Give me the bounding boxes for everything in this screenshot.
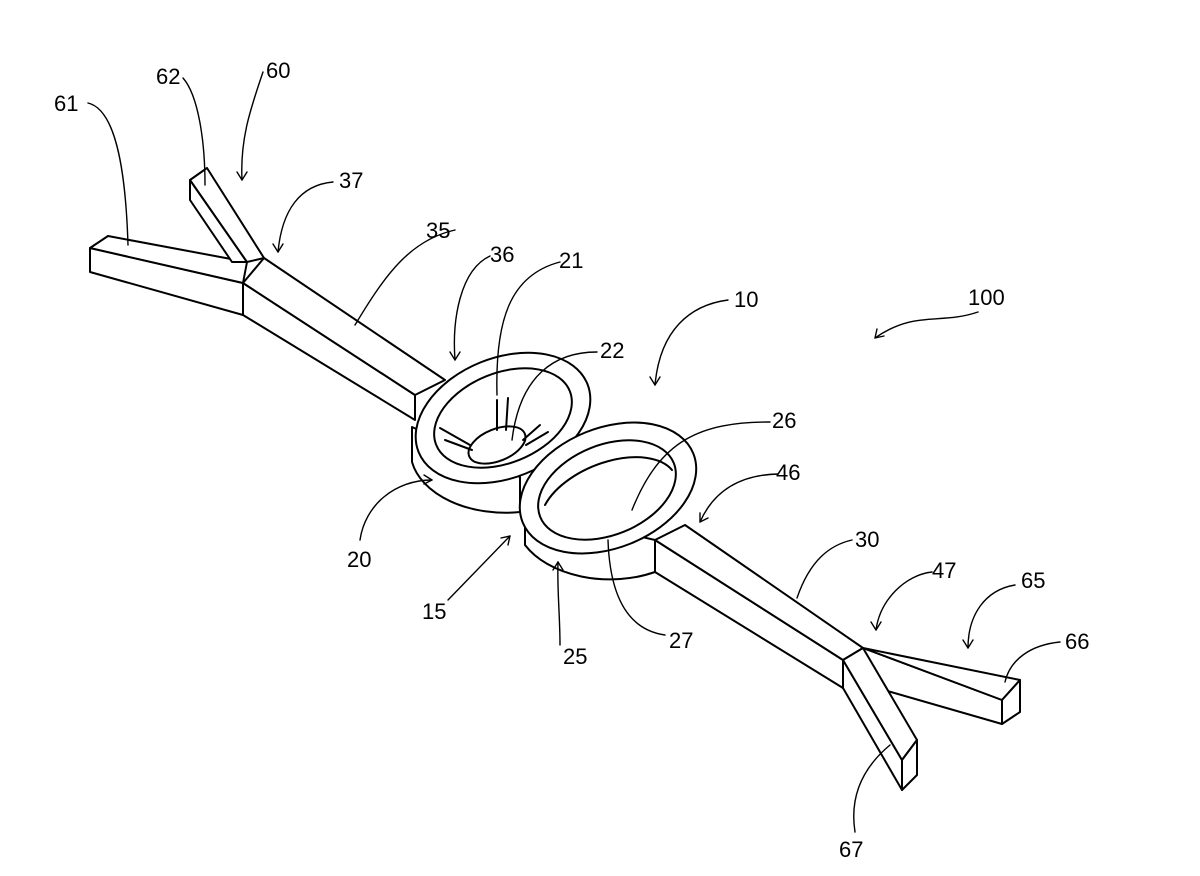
label-25: 25	[563, 644, 587, 669]
leader-lines	[87, 71, 1061, 833]
label-20: 20	[347, 547, 371, 572]
label-62: 62	[156, 64, 180, 89]
label-10: 10	[734, 287, 758, 312]
label-27: 27	[669, 628, 693, 653]
label-15: 15	[422, 599, 446, 624]
label-30: 30	[855, 527, 879, 552]
label-100: 100	[968, 285, 1005, 310]
label-46: 46	[776, 460, 800, 485]
label-35: 35	[426, 218, 450, 243]
label-47: 47	[932, 558, 956, 583]
label-65: 65	[1021, 568, 1045, 593]
label-21: 21	[559, 248, 583, 273]
left-arm	[89, 167, 446, 421]
label-36: 36	[490, 242, 514, 267]
label-60: 60	[266, 58, 290, 83]
spoke-hub-22	[439, 397, 549, 465]
reference-numerals: 100 10 15 20 21 22 25 26 27 30 35 36 37 …	[54, 58, 1089, 862]
label-22: 22	[600, 338, 624, 363]
label-37: 37	[339, 168, 363, 193]
label-66: 66	[1065, 629, 1089, 654]
right-arm	[654, 524, 1021, 791]
label-67: 67	[839, 837, 863, 862]
ring-20	[411, 351, 592, 514]
label-26: 26	[772, 408, 796, 433]
label-61: 61	[54, 91, 78, 116]
